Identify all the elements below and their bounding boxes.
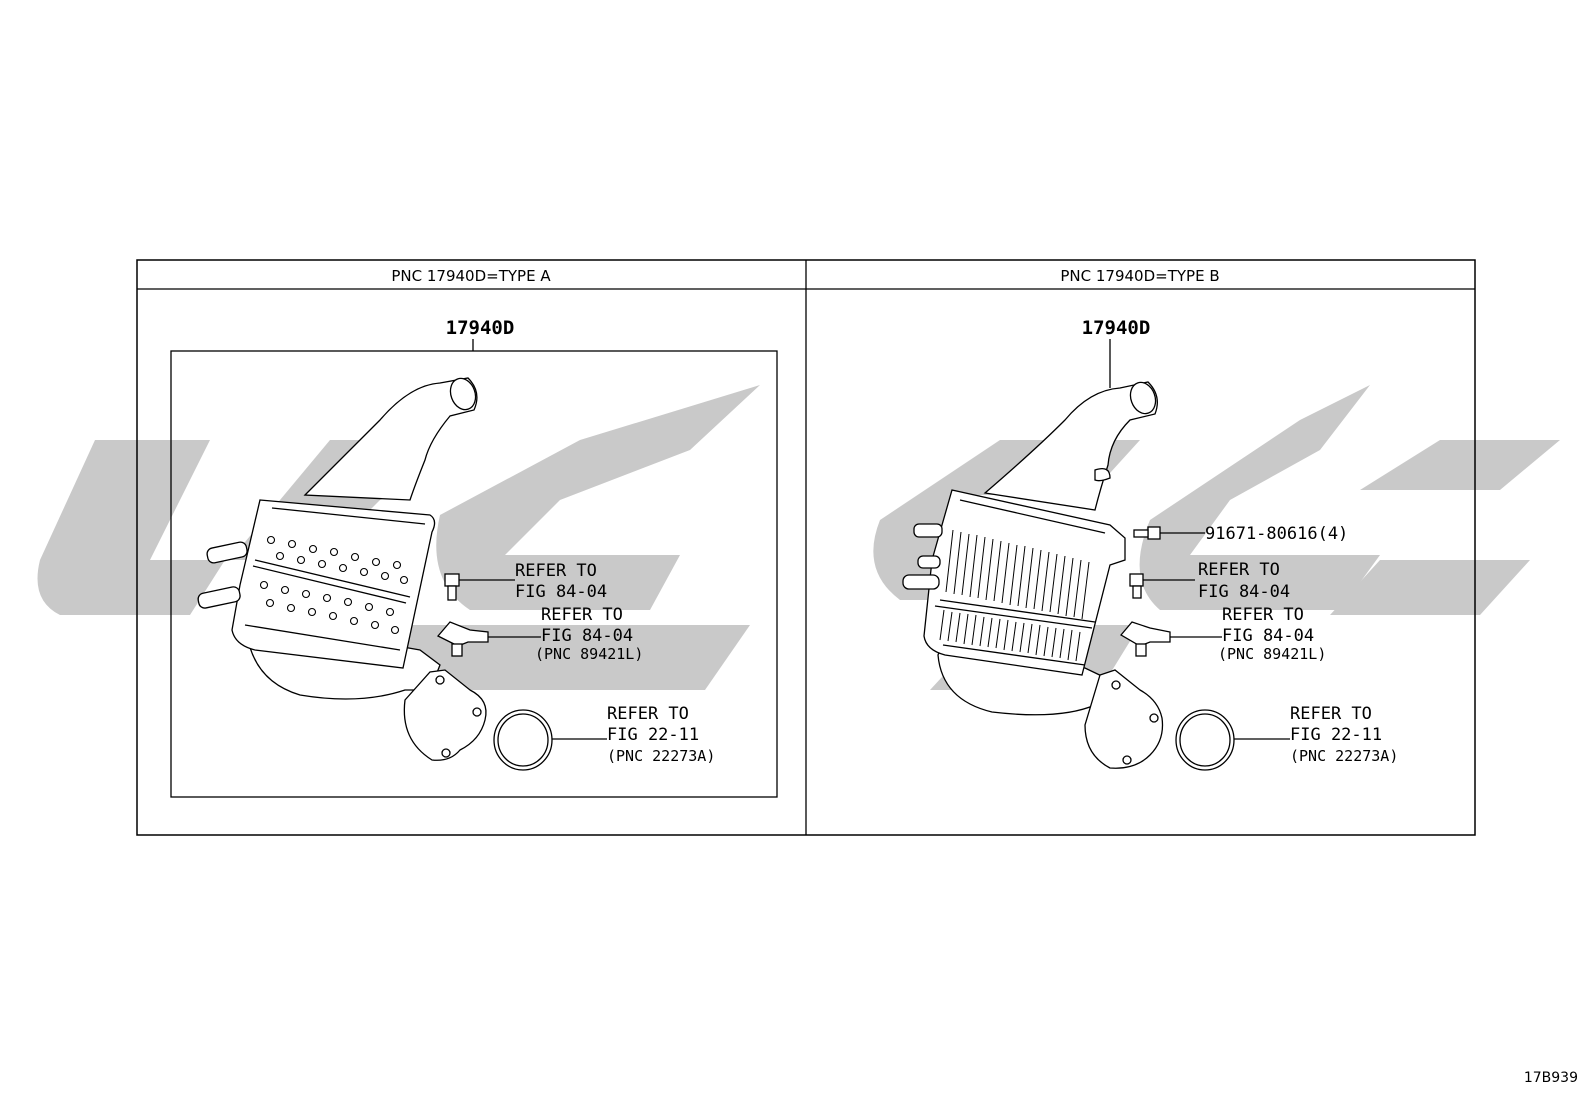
- callout-a2-line1: REFER TO: [541, 605, 623, 625]
- panel-a-header: PNC 17940D=TYPE A: [391, 267, 551, 285]
- part-number-91671-80616[interactable]: 91671-80616(4): [1205, 524, 1348, 544]
- panel-type-a: PNC 17940D=TYPE A 17940D: [170, 267, 778, 798]
- figure-frame: [136, 259, 1476, 836]
- bolt-icon: [444, 573, 515, 601]
- panel-type-b: PNC 17940D=TYPE B 17940D: [902, 267, 1398, 771]
- gasket-icon: [1175, 709, 1290, 771]
- callout-b1-line2: FIG 84-04: [1198, 582, 1290, 602]
- sensor-icon: [436, 621, 541, 657]
- callout-b2-line2: FIG 84-04: [1222, 626, 1314, 646]
- callout-a3-line2: FIG 22-11: [607, 725, 699, 745]
- callout-b1-line1: REFER TO: [1198, 560, 1280, 580]
- callout-b3-line1: REFER TO: [1290, 704, 1372, 724]
- part-number-17940d-b[interactable]: 17940D: [1082, 317, 1151, 339]
- callout-a1-line2: FIG 84-04: [515, 582, 607, 602]
- part-number-17940d-a[interactable]: 17940D: [446, 317, 515, 339]
- callout-a2-line3: (PNC 89421L): [535, 645, 643, 663]
- callout-a2-line2: FIG 84-04: [541, 626, 633, 646]
- intercooler-b-drawing: [902, 381, 1164, 769]
- callout-a3-line1: REFER TO: [607, 704, 689, 724]
- inner-frame: [170, 350, 778, 798]
- intercooler-a-drawing: [197, 377, 487, 761]
- callout-b2-line1: REFER TO: [1222, 605, 1304, 625]
- illustration-id: 17B939: [1524, 1070, 1578, 1086]
- callout-b2-line3: (PNC 89421L): [1218, 645, 1326, 663]
- callout-b3-line3: (PNC 22273A): [1290, 747, 1398, 765]
- callout-b3-line2: FIG 22-11: [1290, 725, 1382, 745]
- bolt-icon: [1133, 526, 1205, 540]
- callout-a1-line1: REFER TO: [515, 561, 597, 581]
- sensor-icon: [1120, 621, 1222, 657]
- callout-a3-line3: (PNC 22273A): [607, 747, 715, 765]
- gasket-icon: [493, 709, 607, 771]
- panel-b-header: PNC 17940D=TYPE B: [1060, 267, 1219, 285]
- bolt-icon: [1129, 573, 1195, 599]
